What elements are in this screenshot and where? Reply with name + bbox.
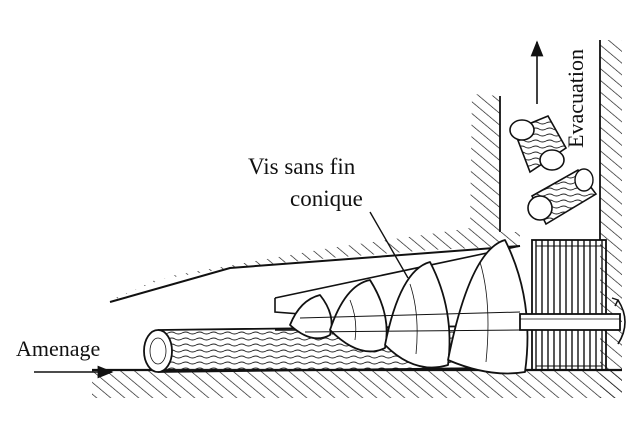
wood-chip-upper: [510, 116, 566, 172]
conical-housing: [110, 94, 520, 330]
screw-label-line2: conique: [290, 186, 363, 211]
bearing-block: [532, 240, 606, 370]
wood-chip-lower: [528, 169, 596, 224]
floor: [92, 370, 622, 398]
screw-label-line1: Vis sans fin: [248, 154, 356, 179]
infeed-label: Amenage: [16, 336, 100, 361]
discharge-label: Evacuation: [563, 49, 588, 148]
